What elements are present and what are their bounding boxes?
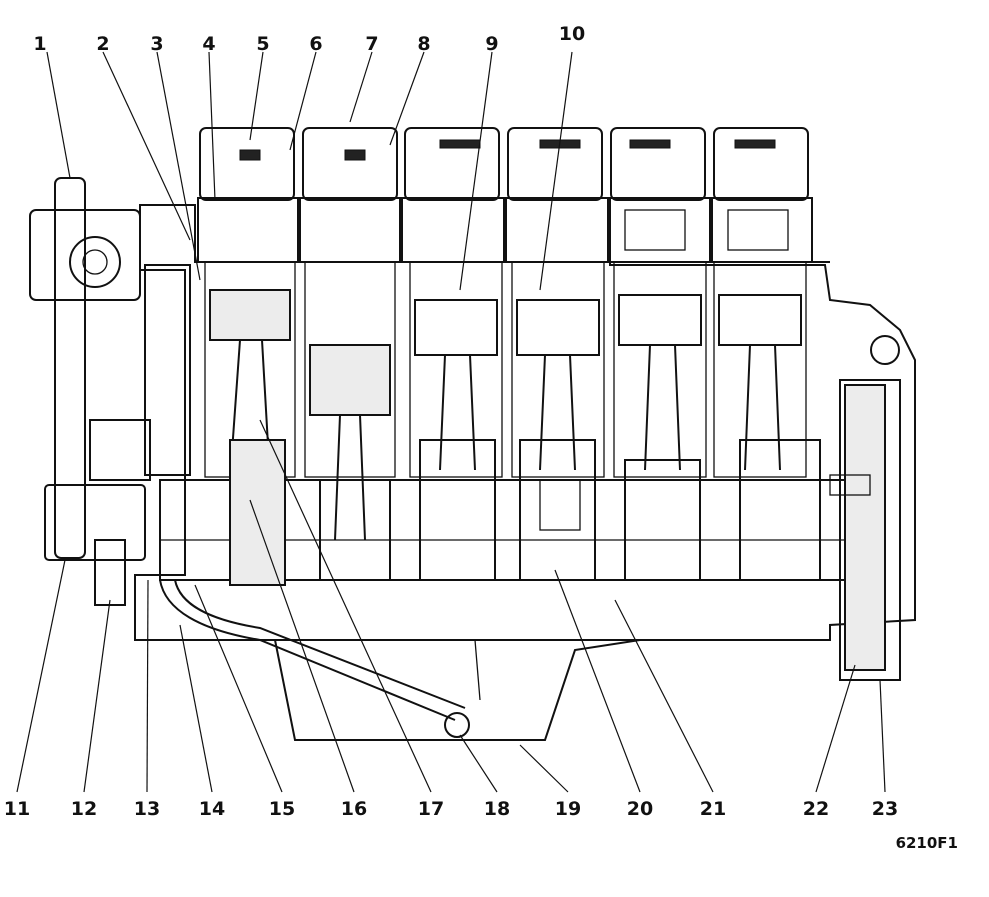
connecting-rods [229, 339, 781, 541]
cylinders [204, 261, 807, 478]
callout-3: 3 [150, 33, 163, 55]
callout-2: 2 [96, 33, 109, 55]
callout-22: 22 [803, 798, 829, 820]
pistons [209, 289, 802, 416]
front-pulleys [29, 177, 191, 606]
callout-6: 6 [309, 33, 322, 55]
oil-pan [159, 579, 641, 741]
callout-10: 10 [559, 23, 585, 45]
callout-1: 1 [33, 33, 46, 55]
callout-13: 13 [134, 798, 160, 820]
callout-11: 11 [4, 798, 30, 820]
callout-23: 23 [872, 798, 898, 820]
callout-5: 5 [256, 33, 269, 55]
callouts-top: 1 2 3 4 5 6 7 8 9 10 [33, 23, 585, 55]
callouts-bottom: 11 12 13 14 15 16 17 18 19 20 21 22 23 [4, 798, 898, 820]
callout-9: 9 [485, 33, 498, 55]
callout-19: 19 [555, 798, 581, 820]
callout-17: 17 [418, 798, 444, 820]
callout-14: 14 [199, 798, 225, 820]
callout-15: 15 [269, 798, 295, 820]
cylinder-heads [197, 139, 813, 263]
leader-lines-bottom [16, 419, 886, 793]
callout-20: 20 [627, 798, 653, 820]
valve-covers [199, 127, 809, 201]
callout-18: 18 [484, 798, 510, 820]
crankshaft [159, 439, 851, 586]
callout-7: 7 [365, 33, 378, 55]
flywheel-housing [829, 335, 901, 681]
callout-16: 16 [341, 798, 367, 820]
callout-8: 8 [417, 33, 430, 55]
callout-12: 12 [71, 798, 97, 820]
callout-21: 21 [700, 798, 726, 820]
figure-id: 6210F1 [896, 834, 958, 852]
leader-lines-top [46, 51, 573, 291]
callout-4: 4 [202, 33, 215, 55]
